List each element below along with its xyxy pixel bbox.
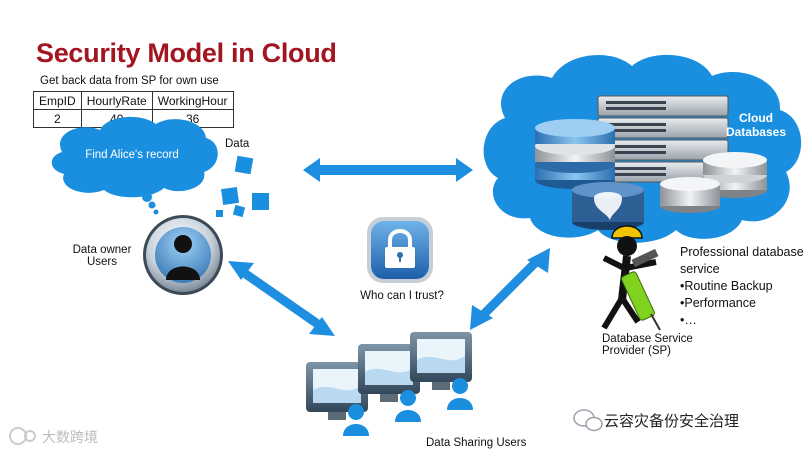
trust-label: Who can I trust? — [360, 290, 444, 302]
watermark-logo-icon — [9, 427, 36, 445]
service-provider-worker-icon — [601, 225, 661, 331]
lock-icon — [367, 217, 433, 283]
sharing-user-monitor-icon — [306, 362, 369, 436]
wechat-icon — [573, 409, 603, 432]
sp-description: Professional database service •Routine B… — [680, 244, 805, 329]
sharing-user-monitor-icon — [358, 344, 421, 422]
data-label: Data — [225, 138, 250, 150]
thought-bubble-text: Find Alice's record — [85, 149, 179, 161]
sharing-user-monitor-icon — [410, 332, 473, 410]
subtitle: Get back data from SP for own use — [40, 75, 219, 87]
sp-description-heading: Professional database service — [680, 245, 804, 276]
data-blocks-icon — [216, 155, 269, 218]
sharing-users-label: Data Sharing Users — [426, 437, 527, 449]
cloud-databases-label: Cloud Databases — [725, 111, 787, 139]
cloud-databases-icon — [483, 54, 802, 243]
sp-description-item: •Performance — [680, 296, 756, 310]
thought-bubble — [51, 116, 218, 215]
arrow-owner-cloud-icon — [303, 158, 473, 182]
data-owner-avatar-icon — [143, 215, 223, 295]
watermark-left: 大数跨境 — [42, 429, 98, 445]
sp-description-item: •… — [680, 313, 697, 327]
data-owner-label: Data owner Users — [72, 244, 132, 268]
arrow-cloud-sharing-icon — [470, 248, 550, 330]
sp-label: Database Service Provider (SP) — [602, 333, 693, 357]
page-title: Security Model in Cloud — [36, 38, 337, 68]
watermark-right: 云容灾备份安全治理 — [604, 413, 740, 430]
arrow-owner-sharing-icon — [228, 261, 335, 336]
sp-description-item: •Routine Backup — [680, 279, 773, 293]
table-cell: 2 — [33, 109, 82, 128]
